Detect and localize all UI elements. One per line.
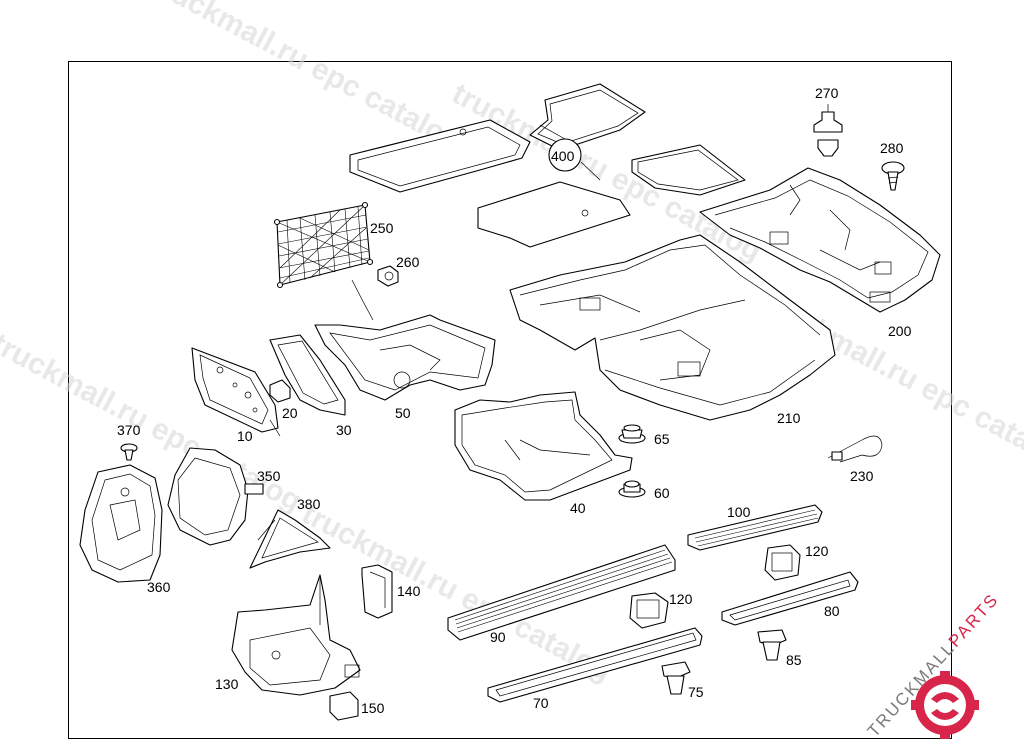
logo-text-accent: PARTS (945, 590, 1003, 651)
callout-120-lower: 120 (669, 591, 693, 607)
part-360-trim-panel[interactable] (79, 464, 163, 583)
callout-370: 370 (117, 422, 141, 438)
callout-120-upper: 120 (805, 543, 829, 559)
diagram-frame (68, 61, 952, 739)
callout-210: 210 (777, 410, 801, 426)
part-260-hook[interactable] (377, 265, 399, 287)
part-100-sill-plate[interactable] (687, 504, 823, 551)
part-200-rear-floor-insulation[interactable] (699, 167, 941, 313)
callout-230: 230 (850, 468, 874, 484)
callout-labels: 10 20 30 40 50 60 65 70 75 80 85 90 100 … (117, 85, 912, 716)
part-270-fastener[interactable] (813, 104, 843, 157)
callout-270: 270 (815, 85, 839, 101)
part-350-trim-panel[interactable] (167, 447, 264, 546)
callout-60: 60 (654, 485, 670, 501)
callout-400: 400 (551, 148, 575, 164)
part-50-trunk-side-trim[interactable] (314, 314, 496, 401)
callout-200: 200 (888, 323, 912, 339)
part-280-screw[interactable] (881, 161, 905, 191)
part-210-main-floor-insulation[interactable] (509, 234, 836, 421)
part-40-front-floor-insulation[interactable] (454, 391, 633, 501)
part-140-bracket[interactable] (361, 564, 393, 619)
callout-10: 10 (237, 428, 253, 444)
gear-icon (911, 671, 979, 739)
part-10-panel[interactable] (191, 347, 281, 437)
callout-75: 75 (688, 684, 704, 700)
callout-100: 100 (727, 504, 751, 520)
callout-40: 40 (570, 500, 586, 516)
callout-30: 30 (336, 422, 352, 438)
callout-85: 85 (786, 652, 802, 668)
part-90-sill-plate[interactable] (447, 544, 676, 641)
callout-50: 50 (395, 405, 411, 421)
callout-260: 260 (396, 254, 420, 270)
truckmall-parts-logo: TRUCKMALLPARTS (864, 590, 1003, 741)
callout-280: 280 (880, 140, 904, 156)
part-60-bump-stop[interactable] (618, 480, 646, 498)
part-400-floor-mats[interactable] (349, 83, 746, 248)
watermark-1: truckmall.ru epc catalog (147, 0, 467, 158)
callout-70: 70 (533, 695, 549, 711)
part-75-clip[interactable] (661, 661, 691, 695)
part-250-cargo-net[interactable] (273, 201, 374, 321)
part-120-clip-upper[interactable] (764, 544, 801, 581)
callout-80: 80 (824, 603, 840, 619)
callout-360: 360 (147, 579, 171, 595)
callout-150: 150 (361, 700, 385, 716)
part-150-clip[interactable] (329, 691, 359, 721)
callout-130: 130 (215, 676, 239, 692)
callout-65: 65 (654, 431, 670, 447)
part-120-clip-lower[interactable] (629, 592, 669, 629)
part-20-clip[interactable] (269, 379, 291, 403)
part-85-clip[interactable] (757, 629, 787, 661)
part-30-side-panel[interactable] (269, 334, 346, 416)
part-70-sill-trim[interactable] (487, 627, 703, 703)
callout-380: 380 (297, 496, 321, 512)
callout-90: 90 (490, 629, 506, 645)
part-230-cable-tie[interactable] (827, 435, 883, 463)
callout-350: 350 (257, 468, 281, 484)
part-370-screw[interactable] (120, 443, 138, 461)
part-380-trim-piece[interactable] (249, 509, 331, 569)
part-65-bump-stop[interactable] (618, 424, 646, 444)
callout-250: 250 (370, 220, 394, 236)
callout-20: 20 (282, 405, 298, 421)
callout-140: 140 (397, 583, 421, 599)
part-130-panel[interactable] (231, 574, 361, 696)
part-80-sill-trim[interactable] (721, 571, 859, 626)
